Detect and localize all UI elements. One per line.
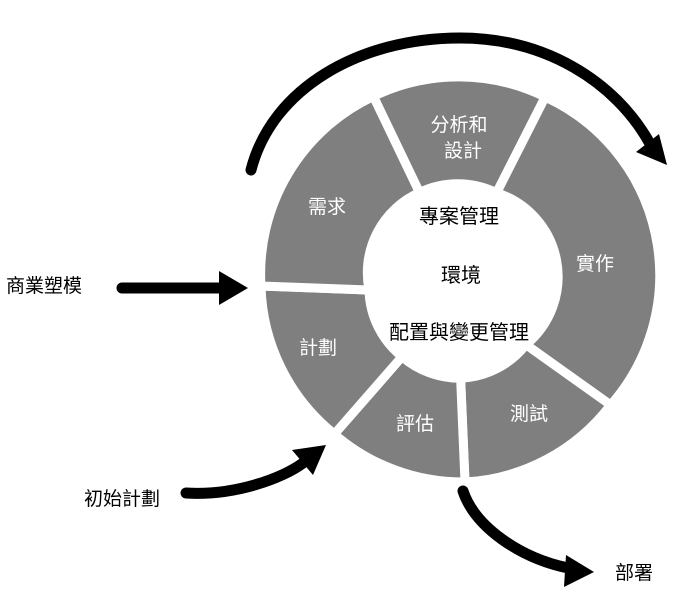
segment-label-planning: 計劃 <box>299 337 337 359</box>
segment-label-analysis-line2: 設計 <box>444 140 482 162</box>
initial-planning-arrow-head <box>292 445 326 475</box>
business-modeling-arrow-head <box>219 271 248 305</box>
segment-analysis-design <box>367 72 552 199</box>
initial-planning-arrow-line <box>180 457 309 499</box>
segment-label-implementation: 實作 <box>576 253 614 275</box>
segment-planning <box>256 281 409 441</box>
segment-requirements <box>256 90 426 295</box>
center-label-project-management: 專案管理 <box>419 204 499 228</box>
deployment-label: 部署 <box>615 562 653 584</box>
deployment-arrow-line <box>457 485 574 574</box>
segment-implementation <box>490 91 665 412</box>
business-modeling-label: 商業塑模 <box>6 275 82 297</box>
segment-label-test: 測試 <box>510 403 548 425</box>
initial-planning-label: 初始計劃 <box>84 488 160 510</box>
center-label-environment: 環境 <box>441 263 481 287</box>
deployment-arrow-head <box>564 555 594 587</box>
center-label-config-change-management: 配置與變更管理 <box>389 320 529 344</box>
cycle-ring <box>256 72 665 487</box>
segment-label-assessment: 評估 <box>396 413 434 435</box>
segment-label-requirements: 需求 <box>308 196 346 218</box>
iteration-arrow-head <box>636 134 667 165</box>
segment-label-analysis-line1: 分析和 <box>430 114 487 136</box>
segment-test <box>455 338 617 487</box>
iteration-arrow-line <box>245 32 655 176</box>
